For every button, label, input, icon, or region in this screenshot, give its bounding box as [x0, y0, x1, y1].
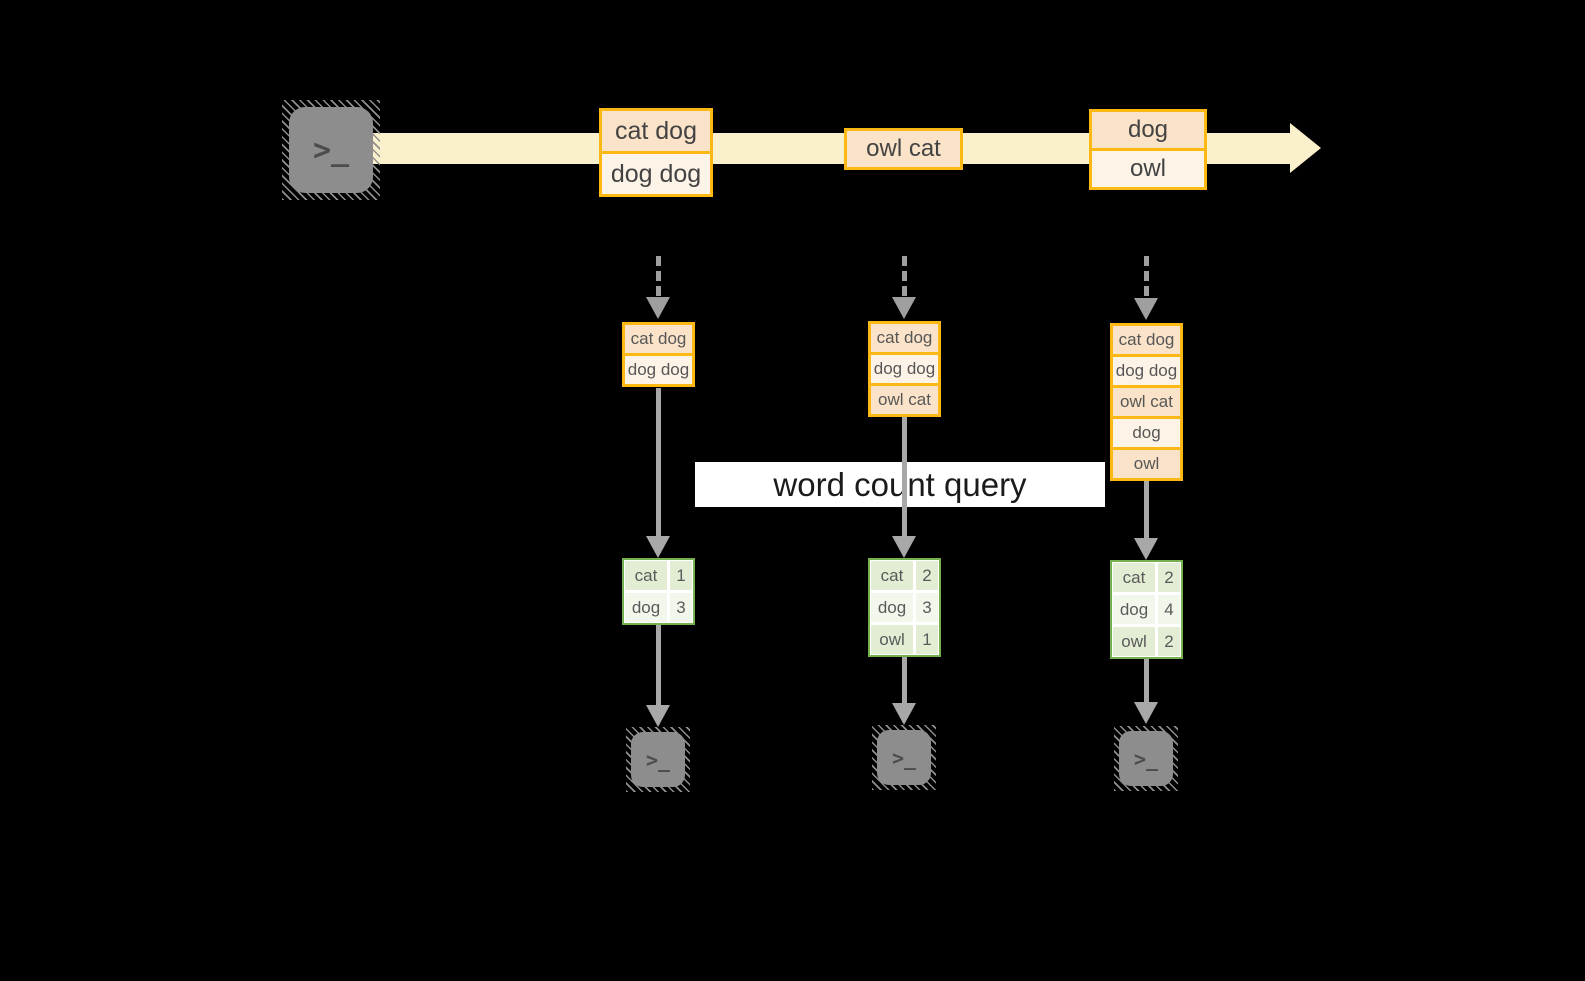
- arrow-head-icon: [646, 705, 670, 727]
- count-cell: 3: [916, 593, 938, 622]
- stream-event: dog: [1092, 112, 1204, 148]
- query-banner: word count query: [695, 462, 1105, 507]
- state-row: dog dog: [871, 352, 938, 383]
- count-cell: 4: [1158, 595, 1180, 624]
- stream-event: cat dog: [602, 111, 710, 151]
- dashed-arrow-line: [656, 256, 661, 296]
- terminal-screen: >_: [1119, 731, 1173, 786]
- stream-event: dog dog: [602, 151, 710, 194]
- terminal-prompt-glyph: >_: [312, 132, 350, 168]
- state-buffer-2: cat dog dog dog owl cat: [868, 321, 941, 417]
- arrow-head-icon: [1134, 538, 1158, 560]
- source-terminal-icon: >_: [282, 100, 380, 200]
- state-buffer-1: cat dog dog dog: [622, 322, 695, 387]
- stream-event-batch-2: owl cat: [844, 128, 963, 170]
- count-cell: 3: [670, 593, 692, 622]
- terminal-prompt-glyph: >_: [1133, 746, 1159, 771]
- state-row: dog: [1113, 416, 1180, 447]
- arrow-head-icon: [892, 536, 916, 558]
- stream-event-batch-3: dog owl: [1089, 109, 1207, 190]
- output-terminal-icon-1: >_: [626, 727, 690, 792]
- word-cell: dog: [1113, 595, 1155, 624]
- arrow-line: [902, 657, 907, 703]
- word-cell: owl: [871, 625, 913, 654]
- arrow-line: [1144, 659, 1149, 702]
- stream-event: owl cat: [847, 131, 960, 167]
- arrow-line: [656, 388, 661, 536]
- state-row: owl cat: [1113, 385, 1180, 416]
- word-cell: dog: [625, 593, 667, 622]
- state-row: dog dog: [625, 353, 692, 384]
- state-row: cat dog: [1113, 326, 1180, 354]
- output-terminal-icon-3: >_: [1114, 726, 1178, 791]
- count-cell: 1: [916, 625, 938, 654]
- state-row: cat dog: [625, 325, 692, 353]
- count-cell: 2: [1158, 563, 1180, 592]
- wordcount-table-2: cat 2 dog 3 owl 1: [868, 558, 941, 657]
- dashed-arrow-head-icon: [646, 297, 670, 319]
- stream-event: owl: [1092, 148, 1204, 187]
- dashed-arrow-line: [902, 256, 907, 296]
- state-row: owl cat: [871, 383, 938, 414]
- terminal-screen: >_: [877, 730, 931, 785]
- stream-event-batch-1: cat dog dog dog: [599, 108, 713, 197]
- terminal-prompt-glyph: >_: [891, 745, 917, 770]
- arrow-line: [902, 417, 907, 536]
- word-cell: owl: [1113, 627, 1155, 656]
- terminal-screen: >_: [289, 107, 373, 193]
- terminal-screen: >_: [631, 732, 685, 787]
- count-cell: 2: [1158, 627, 1180, 656]
- wordcount-table-1: cat 1 dog 3: [622, 558, 695, 625]
- word-cell: cat: [625, 561, 667, 590]
- word-cell: cat: [871, 561, 913, 590]
- arrow-line: [656, 625, 661, 705]
- dashed-arrow-line: [1144, 256, 1149, 296]
- count-cell: 1: [670, 561, 692, 590]
- arrow-head-icon: [1134, 702, 1158, 724]
- arrow-head-icon: [892, 703, 916, 725]
- arrow-line: [1144, 481, 1149, 538]
- terminal-prompt-glyph: >_: [645, 747, 671, 772]
- query-label: word count query: [773, 465, 1027, 503]
- word-cell: cat: [1113, 563, 1155, 592]
- dashed-arrow-head-icon: [892, 297, 916, 319]
- stream-arrowhead-icon: [1290, 123, 1321, 173]
- state-row: dog dog: [1113, 354, 1180, 385]
- count-cell: 2: [916, 561, 938, 590]
- state-row: cat dog: [871, 324, 938, 352]
- arrow-head-icon: [646, 536, 670, 558]
- word-cell: dog: [871, 593, 913, 622]
- output-terminal-icon-2: >_: [872, 725, 936, 790]
- state-row: owl: [1113, 447, 1180, 478]
- wordcount-table-3: cat 2 dog 4 owl 2: [1110, 560, 1183, 659]
- dashed-arrow-head-icon: [1134, 298, 1158, 320]
- state-buffer-3: cat dog dog dog owl cat dog owl: [1110, 323, 1183, 481]
